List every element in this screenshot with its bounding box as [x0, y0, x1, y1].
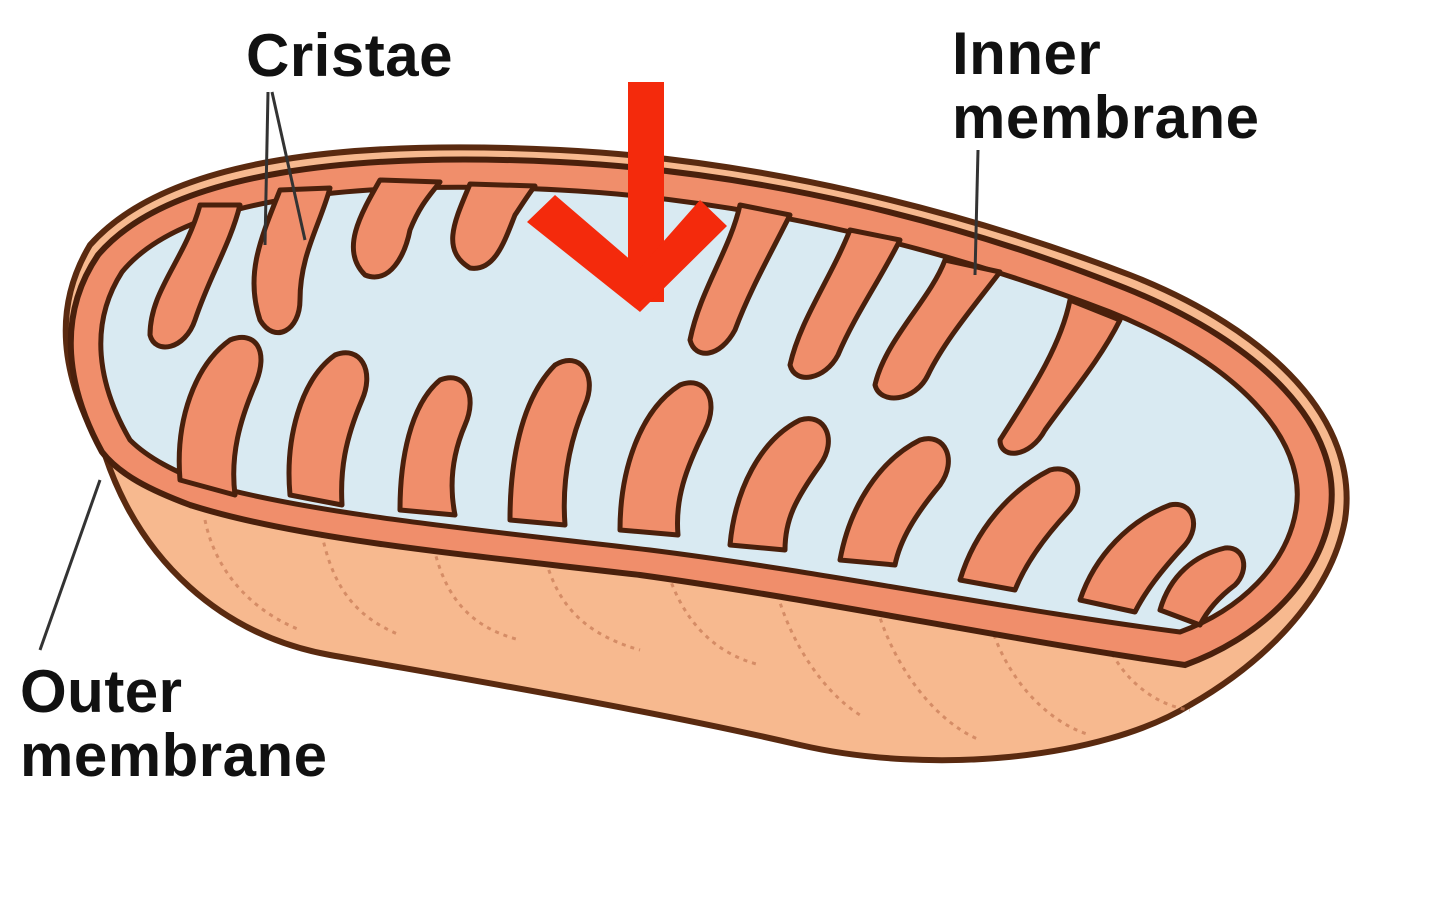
crista — [1157, 545, 1247, 628]
leader-lines — [38, 91, 980, 651]
outer-membrane-label-line1: Outer — [20, 658, 183, 725]
red-arrow — [527, 82, 727, 312]
cristae-leader-line — [270, 91, 307, 241]
crista — [1077, 501, 1197, 615]
crista — [997, 297, 1123, 456]
crista — [837, 436, 951, 568]
cristae-label: Cristae — [246, 24, 453, 88]
inner-membrane-leader-line — [973, 149, 980, 276]
crista — [787, 227, 903, 380]
outer-membrane-label-line2: membrane — [20, 722, 328, 789]
crista — [176, 334, 264, 498]
cristae-label-text: Cristae — [246, 22, 453, 89]
crista — [450, 181, 538, 271]
crista — [350, 177, 443, 280]
crista — [251, 185, 333, 335]
crista — [957, 466, 1081, 593]
inner-membrane-label: Inner membrane — [952, 22, 1259, 150]
crista — [617, 380, 714, 538]
crista — [286, 350, 370, 508]
crista — [507, 358, 592, 528]
cristae — [147, 177, 1247, 628]
inner-membrane-label-line2: membrane — [952, 84, 1260, 151]
crista — [727, 416, 831, 553]
crista — [687, 202, 793, 356]
outer-membrane-label: Outer membrane — [20, 660, 327, 788]
crista — [147, 202, 243, 350]
inner-membrane-label-line1: Inner — [952, 20, 1102, 87]
red-arrow-head — [527, 195, 727, 312]
outer-membrane-leader-line — [38, 479, 102, 651]
crista — [872, 257, 1003, 401]
crista — [397, 375, 473, 518]
cristae-leader-line — [263, 91, 270, 246]
